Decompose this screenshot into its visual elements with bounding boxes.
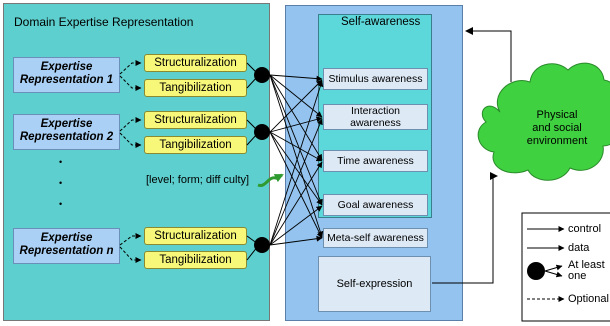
ellipsis-dot: • [59,178,63,188]
legend-data-label: data [568,242,590,254]
structuralization-box-2: Structuralization [144,111,247,129]
stimulus-awareness-box: Stimulus awareness [323,68,428,90]
legend-optional-label: Optional [568,293,609,305]
environment-cloud [477,62,610,181]
tangibilization-box-2: Tangibilization [144,136,247,154]
self-expression-box: Self-expression [318,256,431,312]
environment-label: Physical and social environment [526,109,588,147]
at-least-one-node-2 [254,124,270,140]
goal-awareness-box: Goal awareness [323,194,428,216]
tangibilization-box-1: Tangibilization [144,79,247,97]
time-awareness-box: Time awareness [323,150,428,172]
curved-arrow-icon [257,173,284,187]
level-form-difficulty-label: [level; form; diff culty] [146,174,250,186]
ellipsis-dot: • [59,199,63,209]
domain-expertise-title: Domain Expertise Representation [14,15,194,29]
expertise-representation-n: Expertise Representation n [13,228,120,264]
self-awareness-title: Self-awareness [341,16,421,28]
interaction-awareness-box: Interaction awareness [323,104,428,130]
at-least-one-node-n [254,237,270,253]
at-least-one-node-1 [254,67,270,83]
tangibilization-box-n: Tangibilization [144,251,247,269]
meta-self-awareness-box: Meta-self awareness [323,228,428,248]
expertise-representation-2: Expertise Representation 2 [13,114,120,150]
ellipsis-dot: • [59,157,63,167]
structuralization-box-n: Structuralization [144,227,247,245]
legend-control-label: control [568,223,602,235]
legend-at-least-one-label: At least one [568,259,605,282]
structuralization-box-1: Structuralization [144,54,247,72]
expertise-representation-1: Expertise Representation 1 [13,57,120,93]
